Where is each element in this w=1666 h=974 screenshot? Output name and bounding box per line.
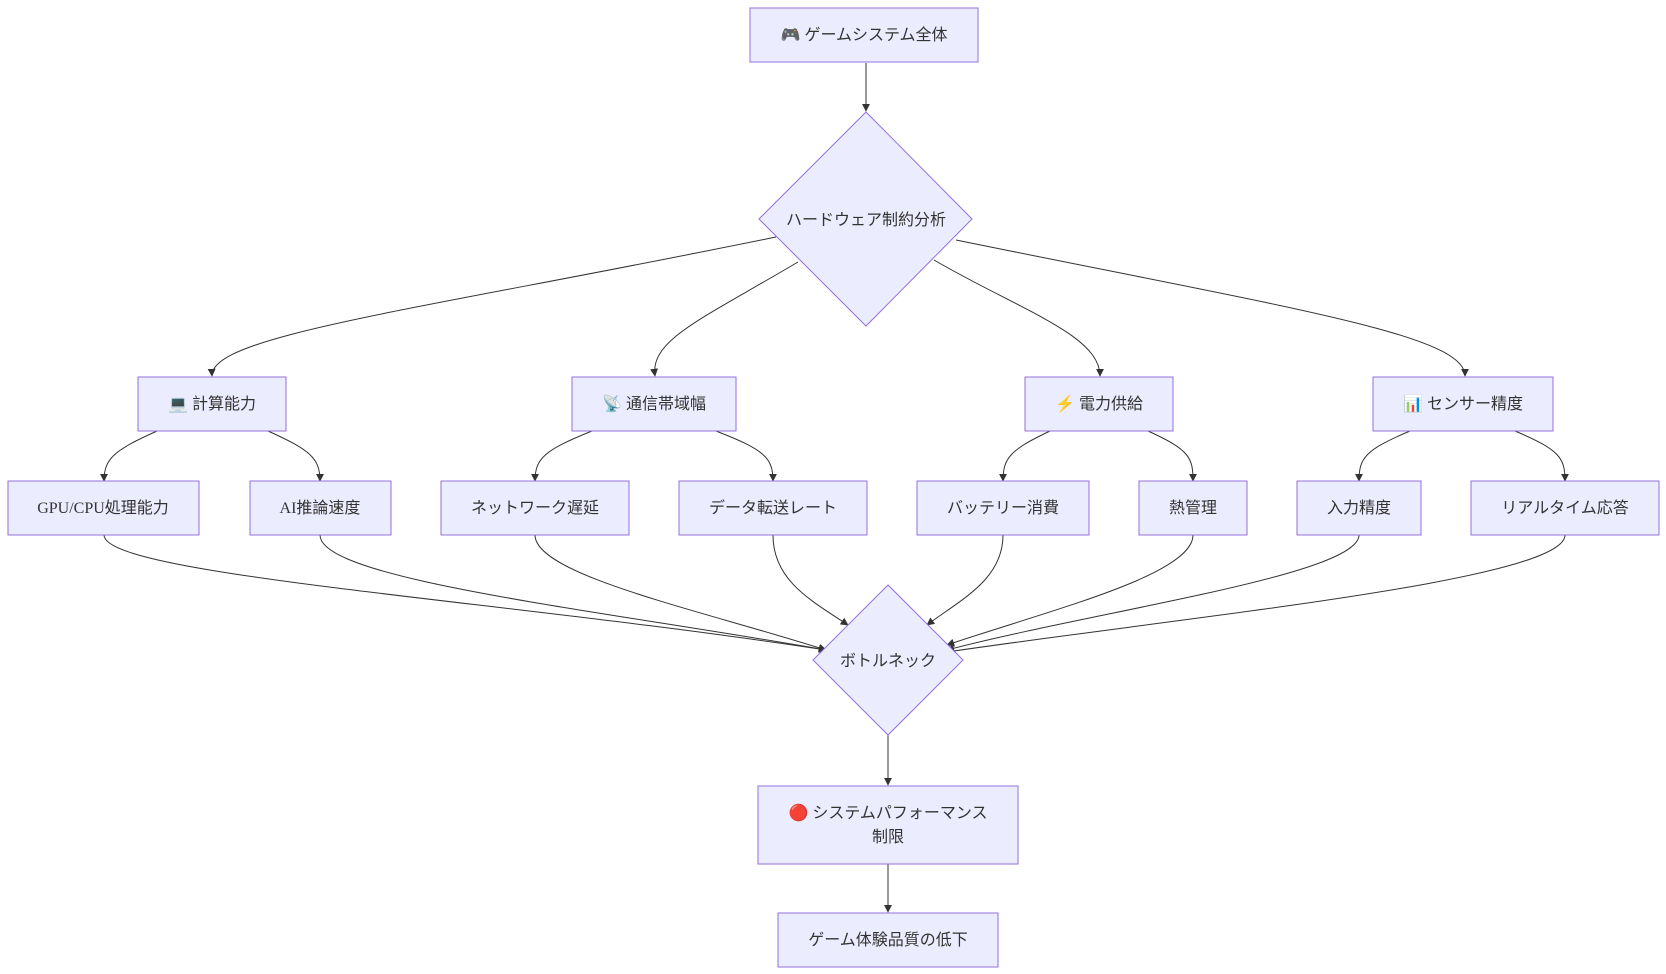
edge-bandwidth-to-datarate xyxy=(715,430,777,482)
node-quality-drop-label: ゲーム体験品質の低下 xyxy=(808,931,968,949)
edge-input-to-bottleneck xyxy=(946,534,1360,653)
node-battery[interactable]: バッテリー消費 xyxy=(916,480,1090,536)
node-power-label: ⚡ 電力供給 xyxy=(1055,394,1143,413)
node-realtime-label: リアルタイム応答 xyxy=(1501,499,1629,517)
node-game-system-label: 🎮 ゲームシステム全体 xyxy=(781,26,948,44)
node-net-latency[interactable]: ネットワーク遅延 xyxy=(440,480,630,536)
edge-sensor-to-input xyxy=(1355,430,1411,482)
edges xyxy=(100,63,1569,913)
node-perf-limit-label-line2: 制限 xyxy=(872,828,904,846)
node-input-precision[interactable]: 入力精度 xyxy=(1296,480,1422,536)
node-bandwidth[interactable]: 📡 通信帯域幅 xyxy=(571,376,737,432)
node-game-system[interactable]: 🎮 ゲームシステム全体 xyxy=(749,7,979,63)
edge-realtime-to-bottleneck xyxy=(946,534,1566,655)
decision-hw-constraint-label: ハードウェア制約分析 xyxy=(786,211,946,229)
node-sensor[interactable]: 📊 センサー精度 xyxy=(1372,376,1554,432)
node-compute[interactable]: 💻 計算能力 xyxy=(137,376,287,432)
node-net-latency-label: ネットワーク遅延 xyxy=(471,499,599,517)
node-data-rate[interactable]: データ転送レート xyxy=(678,480,868,536)
edge-latency-to-bottleneck xyxy=(534,534,827,652)
edge-thermal-to-bottleneck xyxy=(946,534,1194,647)
decision-bottleneck-label: ボトルネック xyxy=(840,652,936,670)
decision-bottleneck[interactable]: ボトルネック xyxy=(812,584,964,736)
node-battery-label: バッテリー消費 xyxy=(947,499,1059,517)
edge-bandwidth-to-latency xyxy=(531,430,593,482)
node-input-precision-label: 入力精度 xyxy=(1327,499,1391,517)
node-sensor-label: 📊 センサー精度 xyxy=(1403,394,1523,413)
node-bandwidth-label: 📡 通信帯域幅 xyxy=(602,393,706,413)
node-ai-speed-label: AI推論速度 xyxy=(280,499,361,517)
edge-gpu-to-bottleneck xyxy=(103,534,827,653)
node-gpu-cpu-label: GPU/CPU処理能力 xyxy=(37,499,169,517)
edge-ai-to-bottleneck xyxy=(319,534,827,653)
node-thermal-label: 熱管理 xyxy=(1169,499,1217,517)
node-perf-limit[interactable]: 🔴 システムパフォーマンス 制限 xyxy=(757,785,1019,865)
edge-power-to-battery xyxy=(999,430,1051,482)
decision-hw-constraint[interactable]: ハードウェア制約分析 xyxy=(758,111,973,327)
node-gpu-cpu[interactable]: GPU/CPU処理能力 xyxy=(7,480,200,536)
edge-compute-to-gpu xyxy=(100,430,158,482)
edge-datarate-to-bottleneck xyxy=(772,534,849,626)
node-realtime[interactable]: リアルタイム応答 xyxy=(1470,480,1660,536)
edge-power-to-thermal xyxy=(1147,430,1197,482)
edge-hw-to-sensor xyxy=(955,239,1469,377)
node-thermal[interactable]: 熱管理 xyxy=(1138,480,1248,536)
node-compute-label: 💻 計算能力 xyxy=(168,394,256,413)
node-data-rate-label: データ転送レート xyxy=(709,498,837,517)
edge-compute-to-ai xyxy=(267,430,324,482)
node-power[interactable]: ⚡ 電力供給 xyxy=(1024,376,1174,432)
edge-hw-to-compute xyxy=(207,236,777,377)
edge-hw-to-bandwidth xyxy=(650,261,799,377)
node-quality-drop[interactable]: ゲーム体験品質の低下 xyxy=(777,912,999,968)
nodes: 🎮 ゲームシステム全体 ハードウェア制約分析 💻 計算能力 📡 通信帯域幅 ⚡ … xyxy=(7,7,1660,968)
edge-hw-to-power xyxy=(933,259,1104,377)
edge-sensor-to-realtime xyxy=(1514,430,1569,482)
node-perf-limit-label-line1: 🔴 システムパフォーマンス xyxy=(788,803,987,822)
edge-battery-to-bottleneck xyxy=(926,534,1004,626)
node-ai-speed[interactable]: AI推論速度 xyxy=(249,480,392,536)
